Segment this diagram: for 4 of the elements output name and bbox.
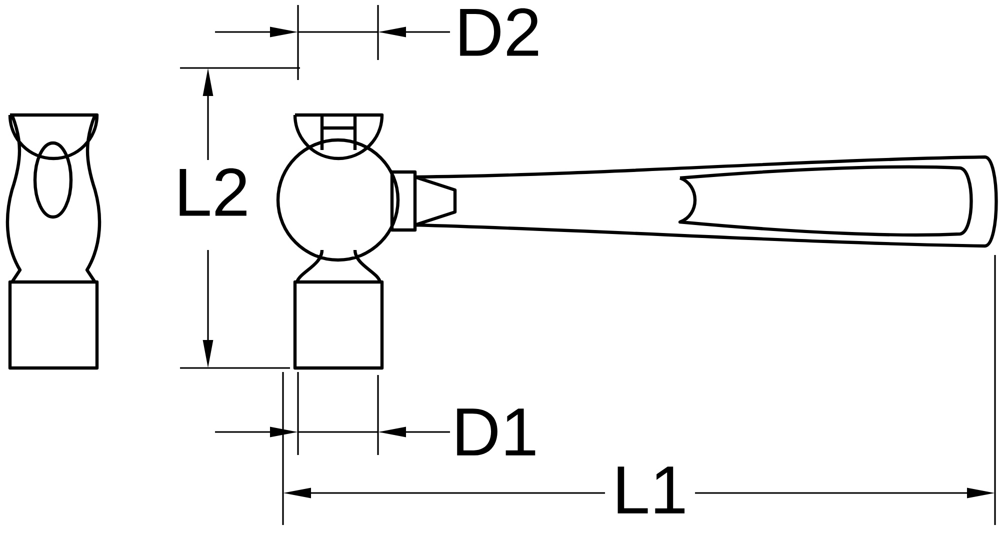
dimension-label: D2 <box>460 8 538 56</box>
dimension-label: L2 <box>180 168 246 216</box>
dimension-label: D1 <box>457 408 536 456</box>
dimension-label: L1 <box>618 466 684 514</box>
